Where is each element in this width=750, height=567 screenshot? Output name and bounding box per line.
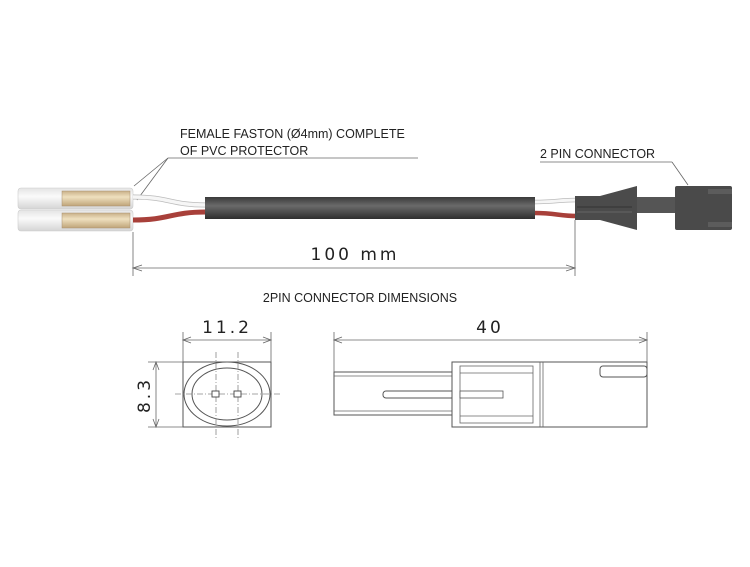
length-40-dimension bbox=[332, 332, 649, 372]
dimensions-title: 2PIN CONNECTOR DIMENSIONS bbox=[263, 291, 457, 305]
connector-side-view bbox=[333, 361, 648, 428]
connector-front-view bbox=[175, 352, 280, 438]
height-dimension bbox=[148, 360, 183, 429]
length-label: 40 bbox=[476, 318, 504, 338]
red-wire-left bbox=[132, 209, 207, 223]
width-label: 11.2 bbox=[202, 318, 252, 338]
length-dimension bbox=[131, 220, 577, 276]
cable bbox=[205, 197, 535, 219]
two-pin-connector bbox=[575, 186, 732, 230]
faston-leader-lines bbox=[133, 157, 418, 201]
red-wire-right bbox=[534, 210, 578, 219]
cable-length-label: 100 mm bbox=[311, 245, 400, 265]
faston-connector-bottom bbox=[17, 209, 134, 232]
connector-leader-line bbox=[540, 161, 689, 186]
faston-label-line2: OF PVC PROTECTOR bbox=[180, 144, 308, 158]
width-dimension bbox=[181, 332, 273, 362]
faston-connector-top bbox=[17, 187, 134, 210]
connector-label: 2 PIN CONNECTOR bbox=[540, 147, 655, 161]
height-label: 8.3 bbox=[135, 377, 155, 413]
faston-label-line1: FEMALE FASTON (Ø4mm) COMPLETE bbox=[180, 127, 405, 141]
